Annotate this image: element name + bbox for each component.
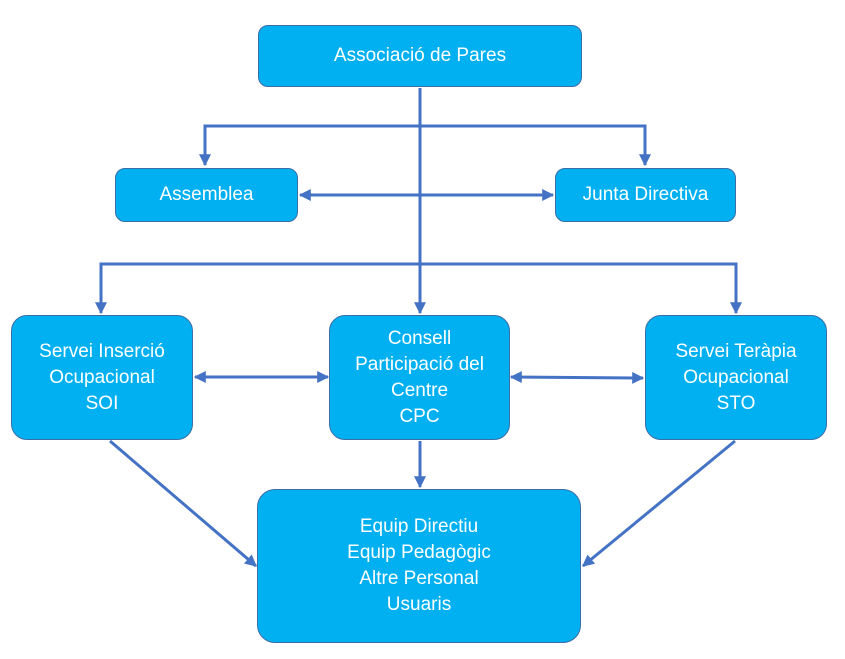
node-assemblea: Assemblea — [115, 168, 298, 222]
node-junta-directiva: Junta Directiva — [555, 168, 736, 222]
node-text-line: Servei Teràpia — [675, 340, 797, 362]
cpc-sto-link — [509, 371, 645, 384]
node-text-line: CPC — [399, 405, 440, 427]
node-text-line: Centre — [390, 379, 449, 401]
sto-equip-link — [582, 439, 736, 568]
node-text-line: Servei Inserció — [39, 340, 165, 362]
branch-middle — [95, 262, 742, 315]
node-text-line: Altre Personal — [359, 568, 479, 589]
node-text-line: Consell — [387, 327, 452, 349]
node-text-line: Equip Directiu — [359, 516, 479, 537]
node-text-line: SOI — [85, 392, 119, 414]
node-text-line: Participació del — [355, 353, 484, 375]
node-text-line: Junta Directiva — [582, 184, 709, 205]
node-text-line: Usuaris — [386, 594, 452, 615]
node-text-line: Equip Pedagògic — [347, 542, 491, 563]
node-text-line: Assemblea — [159, 184, 254, 205]
node-associacio: Associació de Pares — [258, 25, 582, 87]
node-text-line: Ocupacional — [683, 366, 789, 388]
branch-top — [199, 124, 651, 167]
node-text-line: Ocupacional — [49, 366, 155, 388]
node-text-line: Associació de Pares — [333, 45, 507, 66]
soi-equip-link — [109, 439, 257, 568]
node-text-line: STO — [716, 392, 756, 414]
